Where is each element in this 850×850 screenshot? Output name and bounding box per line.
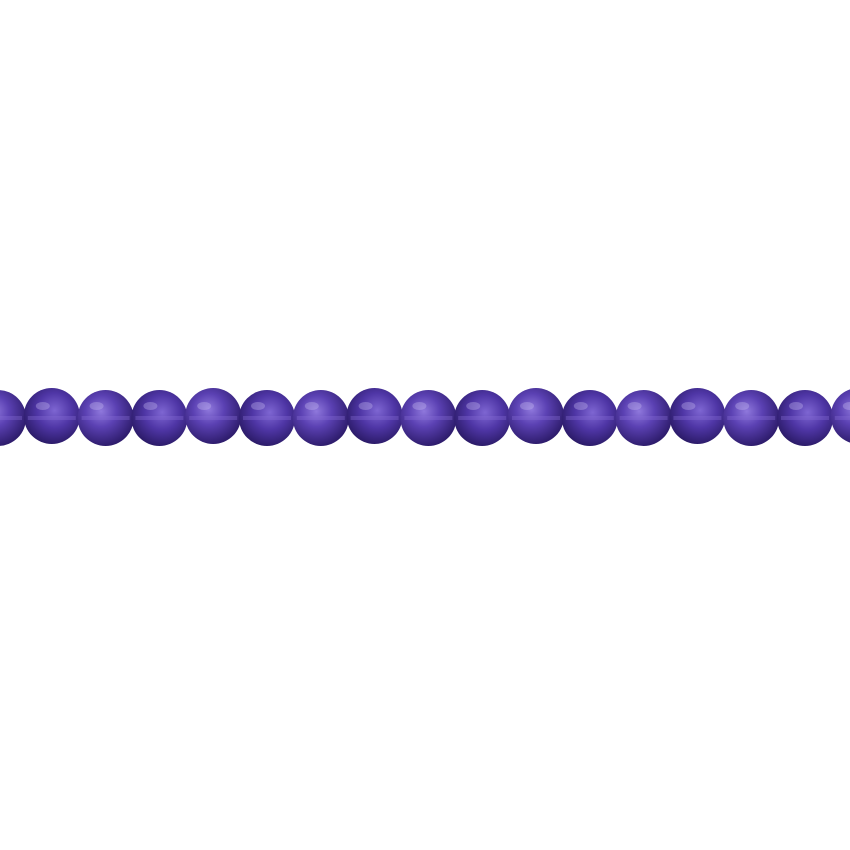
amethyst-bead bbox=[23, 388, 80, 444]
amethyst-bead bbox=[615, 390, 672, 446]
amethyst-bead bbox=[131, 390, 188, 446]
amethyst-bead bbox=[561, 390, 618, 446]
amethyst-bead bbox=[777, 390, 833, 446]
amethyst-bead bbox=[669, 388, 726, 444]
amethyst-bead bbox=[508, 388, 564, 444]
amethyst-bead bbox=[723, 390, 780, 446]
amethyst-bead bbox=[346, 388, 403, 444]
amethyst-bead bbox=[830, 389, 850, 443]
amethyst-bead bbox=[292, 390, 349, 446]
amethyst-bead bbox=[400, 390, 457, 446]
amethyst-bead bbox=[185, 388, 242, 444]
amethyst-bead bbox=[77, 390, 134, 446]
amethyst-bead bbox=[0, 390, 26, 446]
amethyst-bead bbox=[454, 390, 511, 446]
amethyst-bead bbox=[239, 390, 295, 446]
